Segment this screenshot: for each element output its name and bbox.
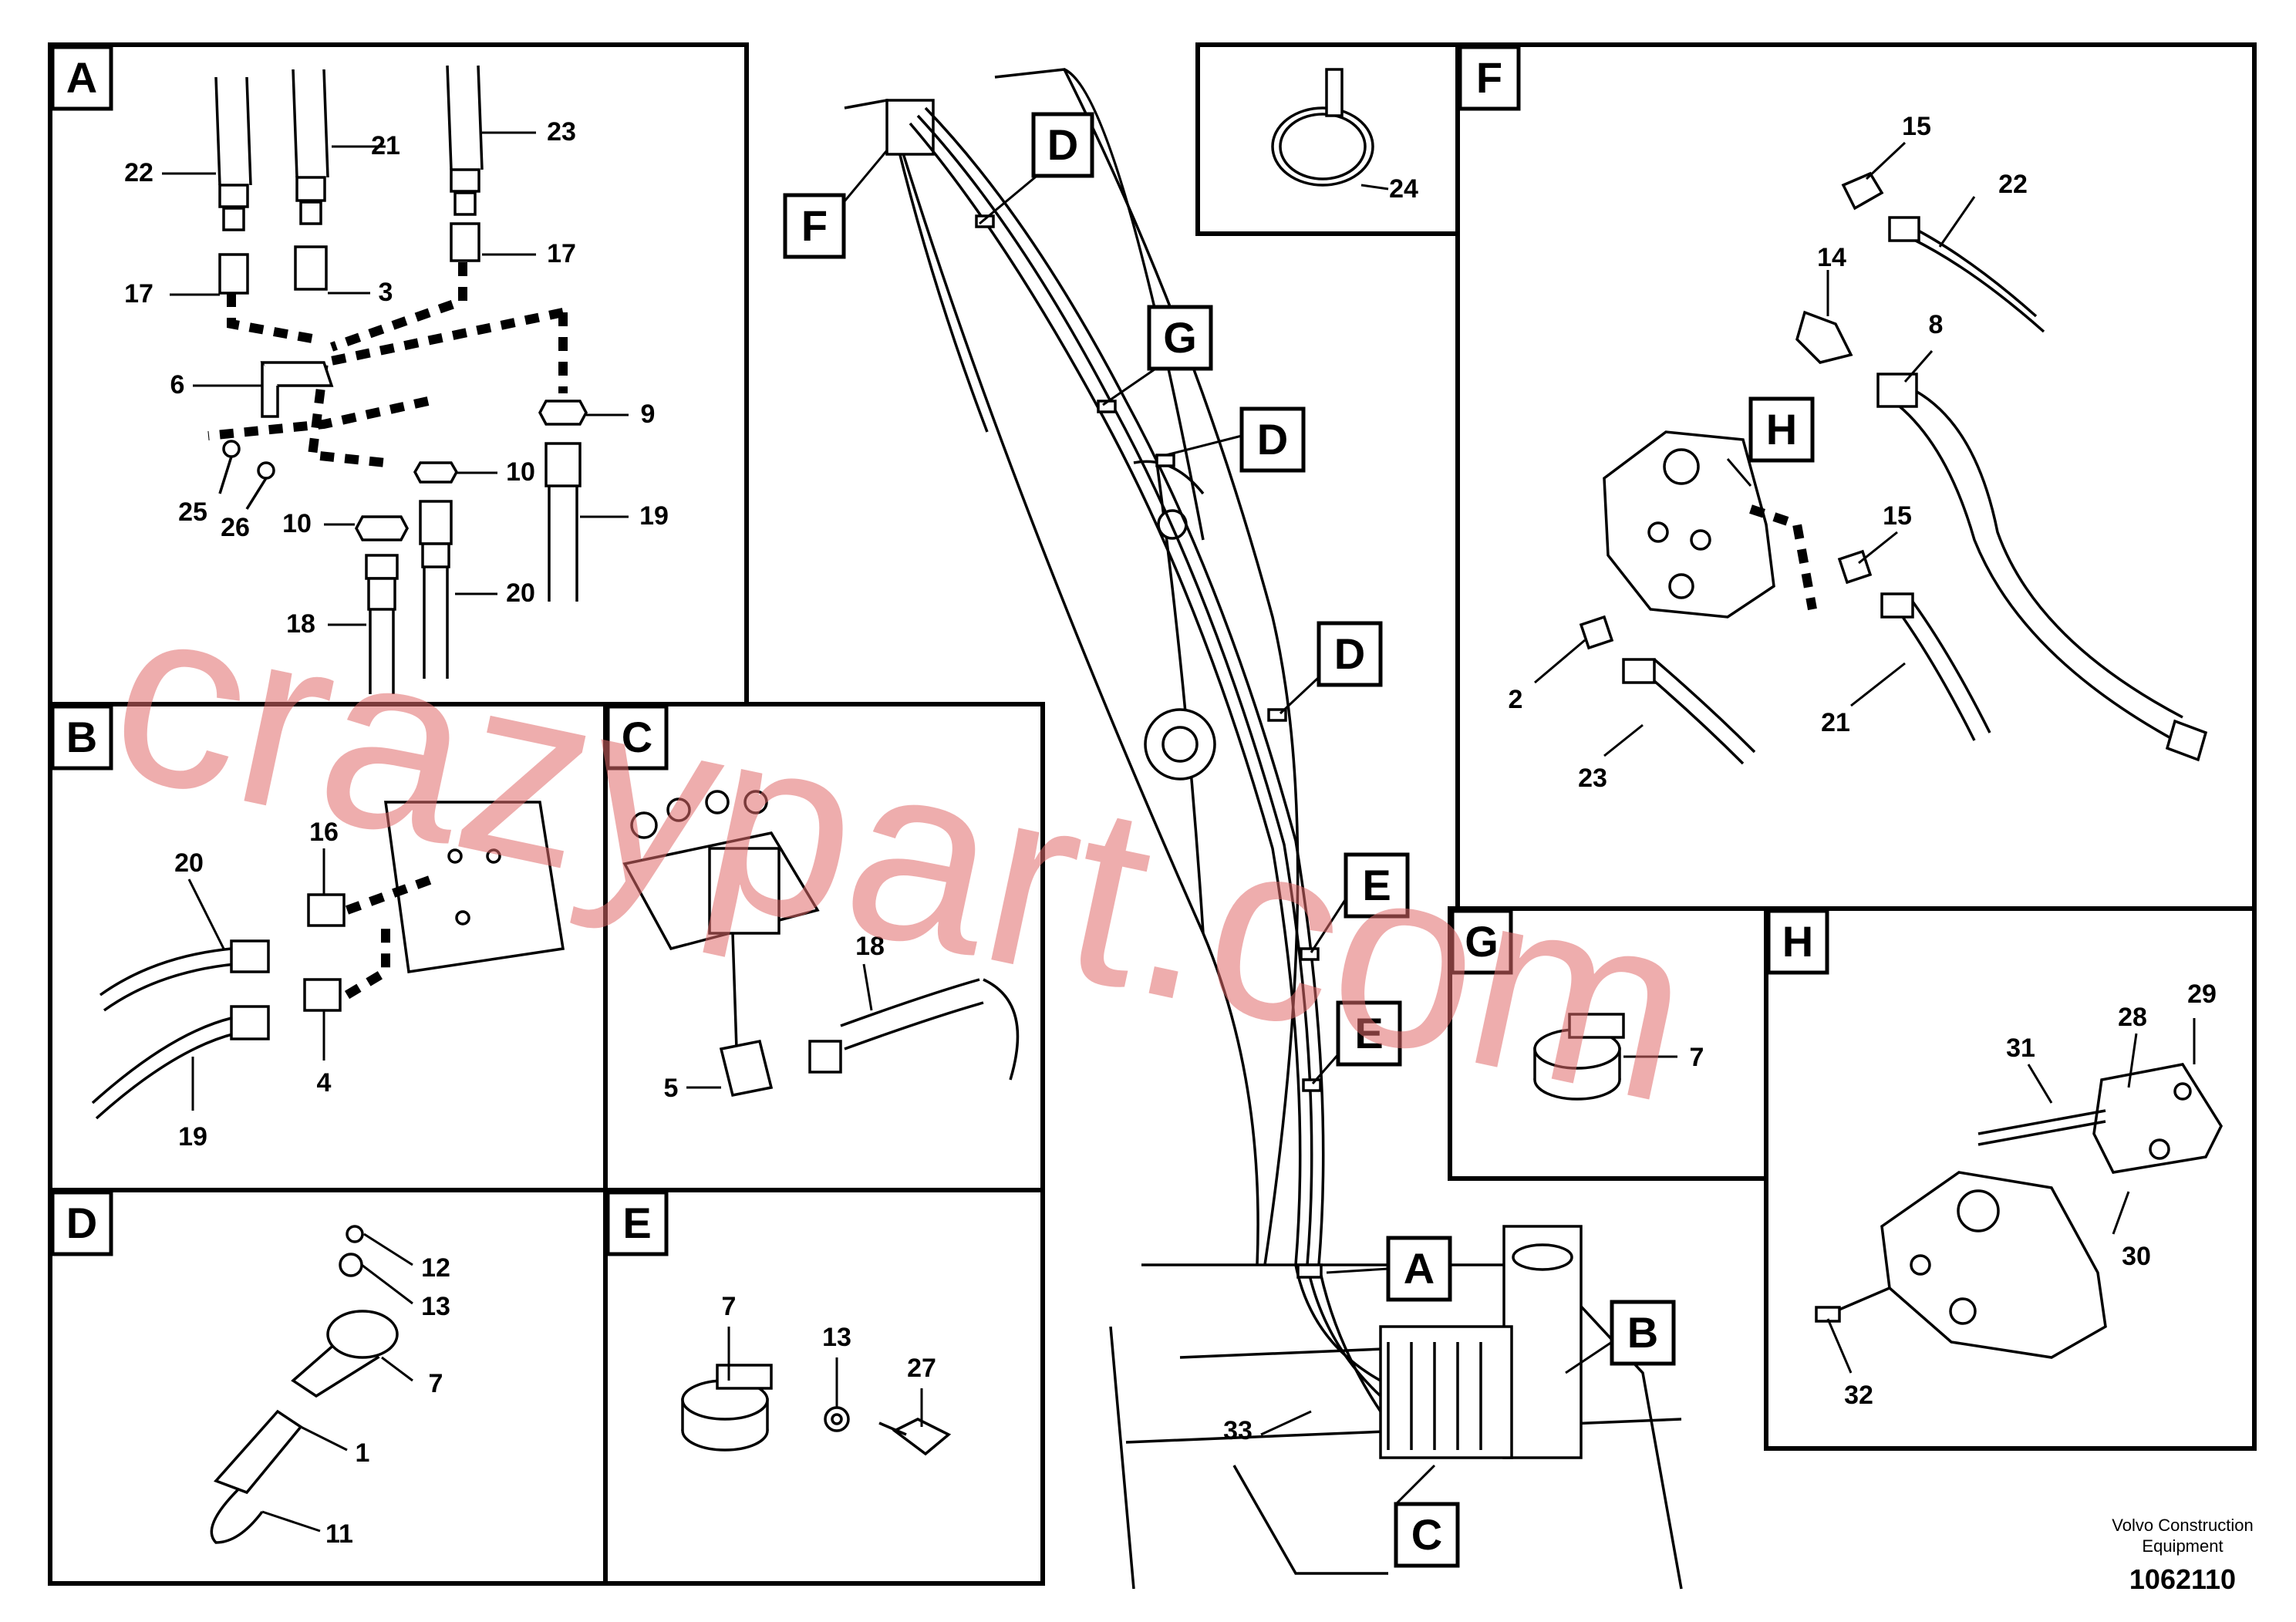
main-tag-a: A [1386, 1236, 1452, 1302]
panel-b-tag: B [66, 713, 97, 761]
callout-28: 28 [2118, 1003, 2147, 1032]
callout-30: 30 [2122, 1242, 2151, 1271]
main-boom-view: D F G D D E E A [783, 68, 1683, 1590]
main-tag-e-2: E [1336, 1000, 1402, 1067]
panel-g: G 7 [1448, 906, 1768, 1181]
callout-21: 21 [371, 131, 400, 160]
callout-19-b: 19 [178, 1122, 207, 1152]
svg-text:A: A [1404, 1244, 1435, 1293]
callout-31: 31 [2006, 1034, 2035, 1063]
callout-21-f: 21 [1821, 708, 1850, 737]
svg-text:C: C [1411, 1510, 1442, 1559]
callout-20-b: 20 [174, 848, 204, 878]
callout-7-d: 7 [429, 1369, 443, 1398]
panel-tie-strap: 24 [1195, 42, 1460, 236]
callout-26: 26 [221, 513, 250, 542]
main-tag-g: G [1147, 305, 1213, 371]
main-tag-f: F [783, 193, 846, 259]
panel-h: H 31 28 29 30 32 [1764, 906, 2257, 1451]
panel-e-tag: E [622, 1199, 651, 1247]
callout-7-e: 7 [722, 1292, 737, 1321]
callout-17-b: 17 [547, 239, 576, 268]
callout-14: 14 [1817, 243, 1846, 272]
callout-24: 24 [1389, 174, 1418, 204]
callout-8: 8 [1929, 310, 1944, 339]
panel-e: E 7 13 27 [603, 1188, 1045, 1586]
callout-23: 23 [547, 117, 576, 147]
document-number: 1062110 [2129, 1563, 2236, 1595]
callout-1: 1 [356, 1438, 370, 1468]
callout-33: 33 [1223, 1416, 1253, 1445]
svg-text:D: D [1334, 629, 1365, 678]
callout-10-b: 10 [282, 509, 312, 538]
callout-32: 32 [1844, 1381, 1873, 1410]
credit-line-2: Equipment [2142, 1536, 2223, 1556]
panel-g-tag: G [1465, 917, 1499, 966]
panel-d-tag: D [66, 1199, 97, 1247]
panel-a: A [48, 42, 749, 706]
panel-f-detail-tag: H [1766, 405, 1797, 454]
callout-13: 13 [421, 1292, 450, 1321]
control-valve [1379, 1325, 1513, 1459]
callout-2: 2 [1509, 685, 1523, 714]
svg-text:G: G [1163, 313, 1197, 362]
panel-b: B 16 20 4 19 [48, 702, 608, 1192]
main-tag-c: C [1394, 1502, 1460, 1568]
callout-20: 20 [506, 578, 535, 608]
callout-23-f: 23 [1578, 764, 1607, 793]
credit-line-1: Volvo Construction [2112, 1516, 2253, 1535]
svg-text:D: D [1257, 415, 1288, 464]
callout-18-c: 18 [855, 932, 885, 961]
callout-6: 6 [170, 370, 185, 400]
callout-10: 10 [506, 457, 535, 487]
callout-9: 9 [641, 400, 656, 429]
main-tag-d-3: D [1317, 621, 1383, 687]
callout-27: 27 [907, 1354, 936, 1383]
callout-22: 22 [124, 158, 153, 187]
callout-3: 3 [379, 278, 393, 307]
panel-f-detail-tag-box [1748, 396, 1815, 463]
panel-c-tag: C [622, 713, 652, 761]
callout-15: 15 [1902, 112, 1931, 141]
callout-5: 5 [664, 1074, 679, 1103]
svg-text:F: F [801, 201, 828, 250]
callout-22-f: 22 [1998, 170, 2028, 199]
callout-19: 19 [639, 501, 669, 531]
svg-text:D: D [1047, 120, 1078, 169]
callout-12: 12 [421, 1253, 450, 1283]
main-tag-d-2: D [1239, 406, 1306, 473]
main-tag-b: B [1610, 1300, 1676, 1366]
svg-text:B: B [1627, 1308, 1658, 1357]
callout-17: 17 [124, 279, 153, 309]
main-tag-d-1: D [1031, 112, 1094, 178]
panel-f-tag: F [1476, 53, 1502, 102]
panel-c: C 18 5 [603, 702, 1045, 1192]
callout-18: 18 [286, 609, 315, 639]
panel-d: D 12 13 7 1 11 [48, 1188, 608, 1586]
callout-29: 29 [2187, 980, 2217, 1009]
footer: Volvo Construction Equipment 1062110 [2112, 1516, 2253, 1595]
callout-13-e: 13 [822, 1323, 851, 1352]
callout-4: 4 [317, 1068, 332, 1098]
main-tag-e-1: E [1344, 852, 1410, 919]
panel-a-tag: A [66, 53, 97, 102]
svg-text:E: E [1354, 1009, 1383, 1057]
callout-25: 25 [178, 497, 207, 527]
panel-h-tag: H [1782, 917, 1813, 966]
callout-15-b: 15 [1883, 501, 1912, 531]
callout-7-g: 7 [1690, 1043, 1704, 1072]
callout-16: 16 [309, 818, 339, 847]
callout-11: 11 [325, 1519, 353, 1549]
panel-f: F H [1455, 42, 2257, 911]
svg-text:E: E [1362, 861, 1391, 909]
